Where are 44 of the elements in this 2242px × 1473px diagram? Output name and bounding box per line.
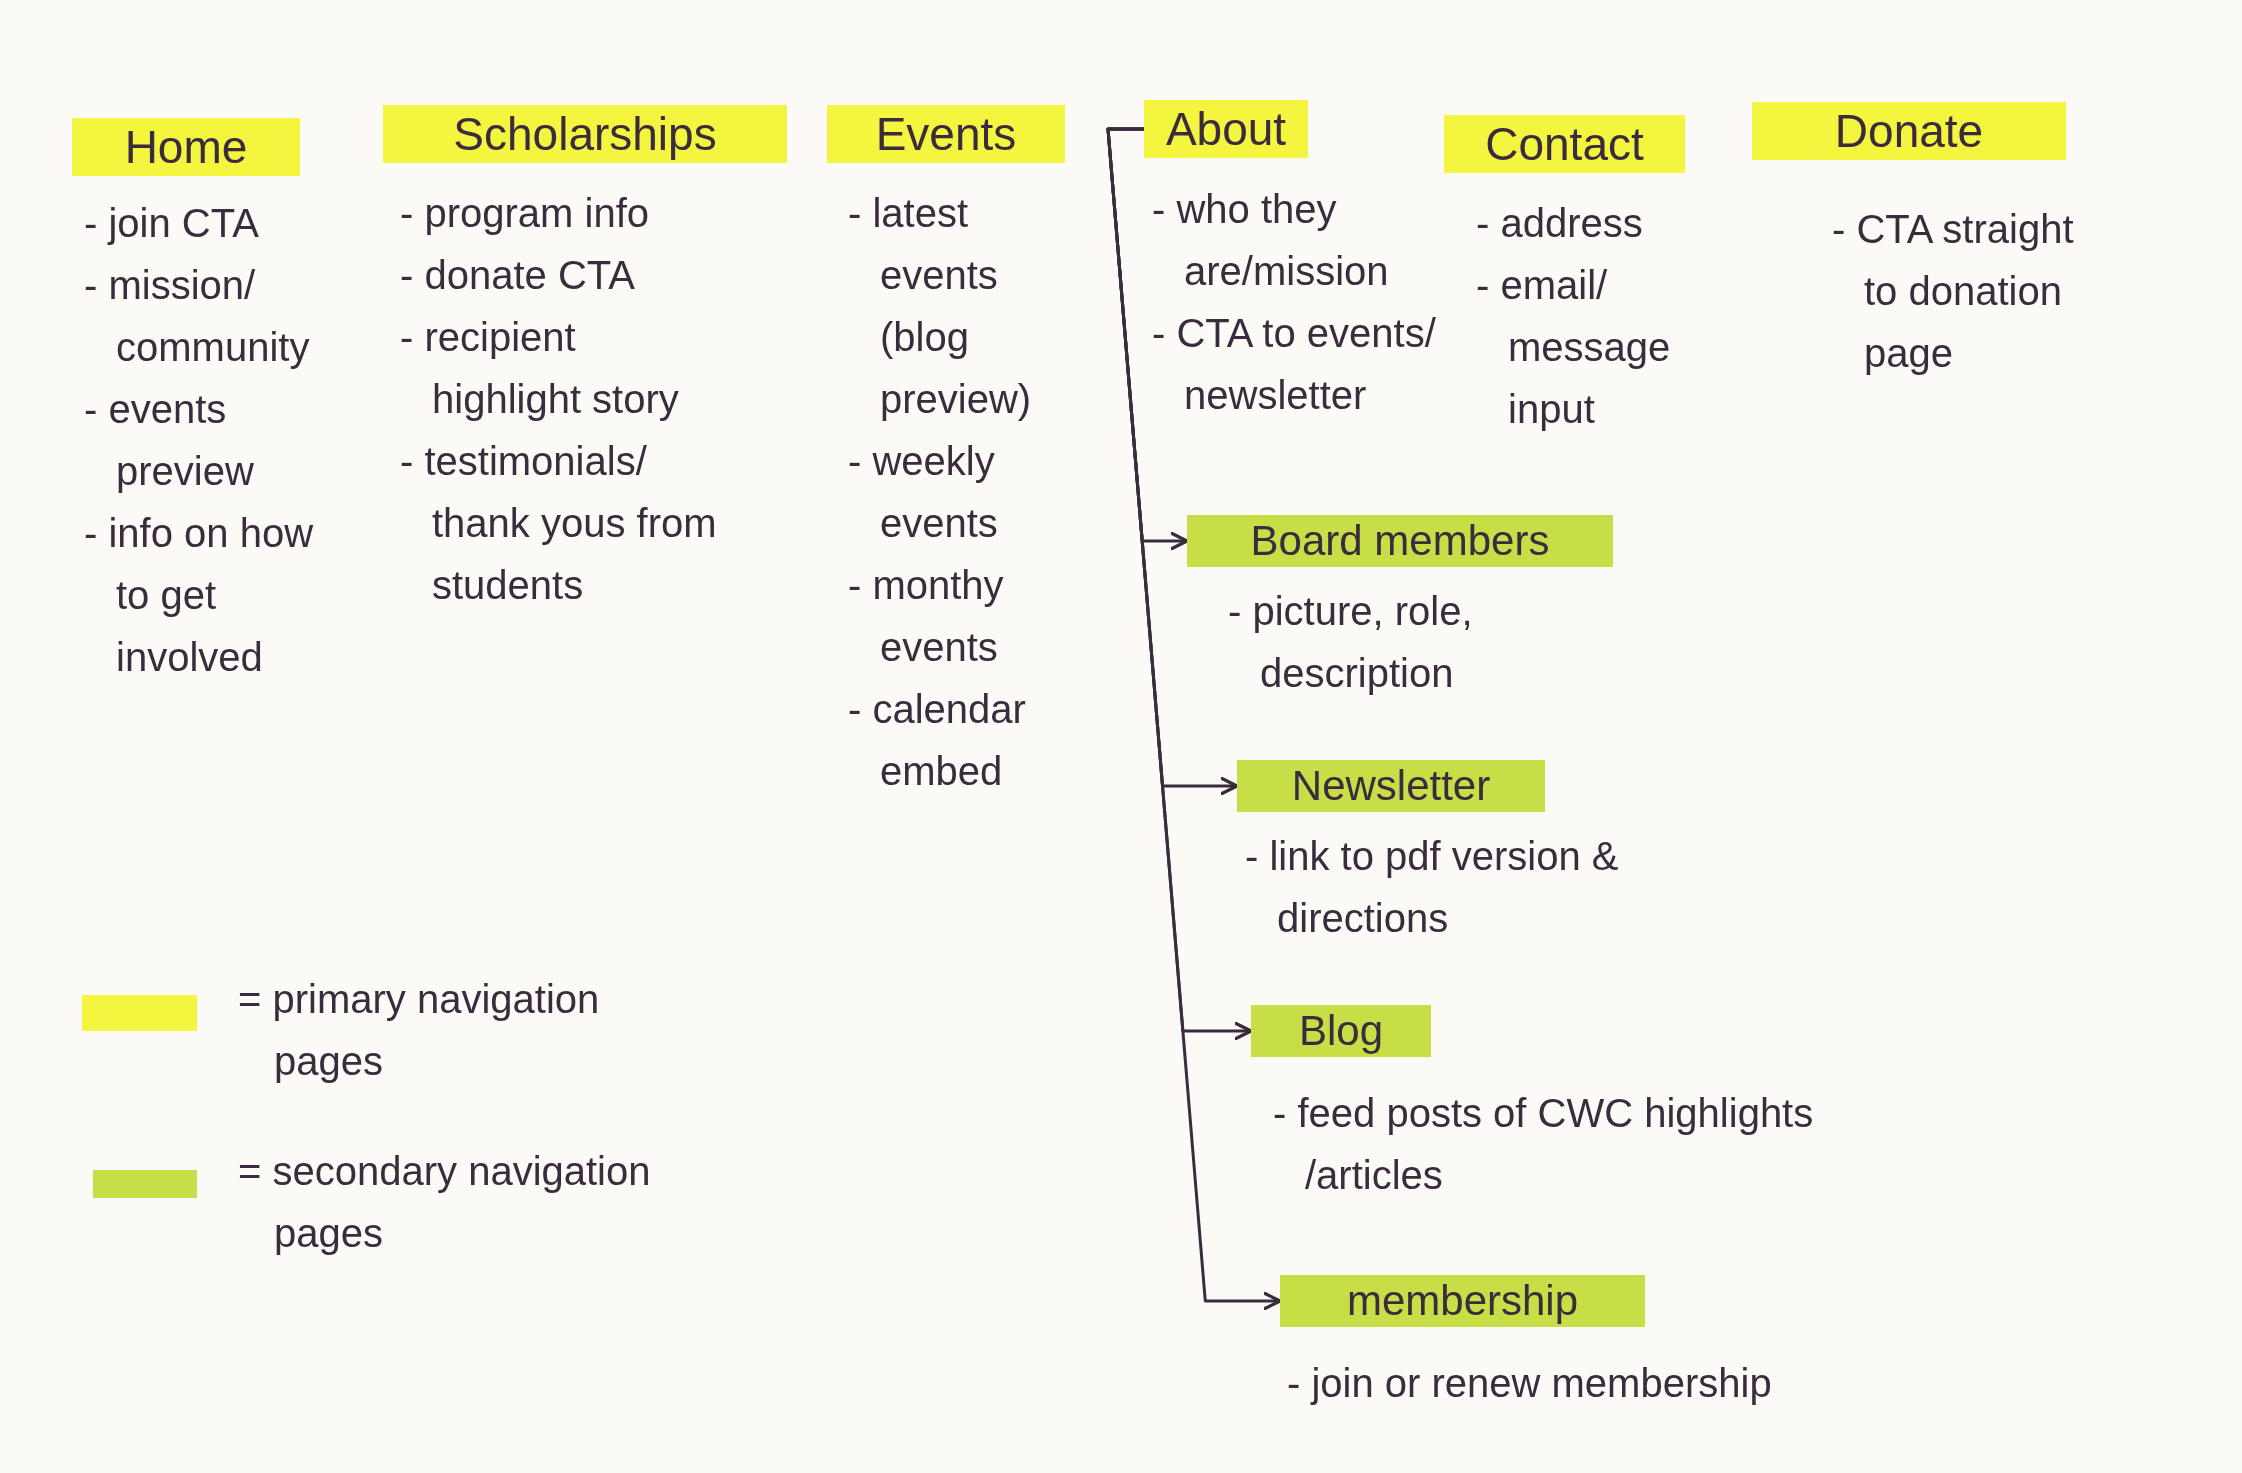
bullet-note: - join or renew membership [1287, 1360, 1773, 1407]
bullet-note: - weekly events [848, 438, 999, 547]
bullet-note: - address [1476, 200, 1644, 247]
highlight-band [1752, 102, 2066, 160]
bullet-note: - testimonials/ thank yous from students [400, 438, 718, 609]
highlight-band [72, 118, 300, 176]
highlight-band [1280, 1275, 1645, 1327]
bullet-note: - CTA straight to donation page [1832, 206, 2075, 377]
arrow [1106, 127, 1282, 1311]
page-title: membership [1346, 1276, 1579, 1326]
highlight-band [1444, 115, 1685, 173]
bullet-note: - monthy events [848, 562, 1005, 671]
bullet-note: - join CTA [84, 200, 260, 247]
legend-label: = secondary navigation pages [238, 1148, 652, 1257]
bullet-note: - email/ message input [1476, 262, 1672, 433]
bullet-note: - link to pdf version & directions [1245, 833, 1620, 942]
page-title: Board members [1250, 516, 1550, 566]
bullet-note: - donate CTA [400, 252, 636, 299]
bullet-note: - program info [400, 190, 650, 237]
bullet-note: - CTA to events/ newsletter [1152, 310, 1437, 419]
bullet-note: - mission/ community [84, 262, 311, 371]
page-title: Donate [1834, 104, 1984, 159]
page-title: About [1165, 102, 1287, 157]
highlight-band [1237, 760, 1545, 812]
highlight-band [1251, 1005, 1431, 1057]
bullet-note: - info on how to get involved [84, 510, 315, 681]
page-title: Scholarships [453, 107, 717, 162]
page-title: Events [875, 107, 1017, 162]
highlight-band [383, 105, 787, 163]
highlight-band [1187, 515, 1613, 567]
bullet-note: - latest events (blog preview) [848, 190, 1033, 423]
bullet-note: - feed posts of CWC highlights /articles [1273, 1090, 1815, 1199]
bullet-note: - recipient highlight story [400, 314, 680, 423]
page-title: Newsletter [1291, 761, 1491, 811]
legend-label: = primary navigation pages [238, 976, 601, 1085]
page-title: Contact [1485, 117, 1644, 172]
bullet-note: - picture, role, description [1228, 588, 1474, 697]
bullet-note: - events preview [84, 386, 255, 495]
highlight-band [1144, 100, 1308, 158]
highlight-band [827, 105, 1065, 163]
page-title: Home [124, 120, 248, 175]
page-title: Blog [1298, 1006, 1384, 1056]
bullet-note: - calendar embed [848, 686, 1027, 795]
bullet-note: - who they are/mission [1152, 186, 1390, 295]
